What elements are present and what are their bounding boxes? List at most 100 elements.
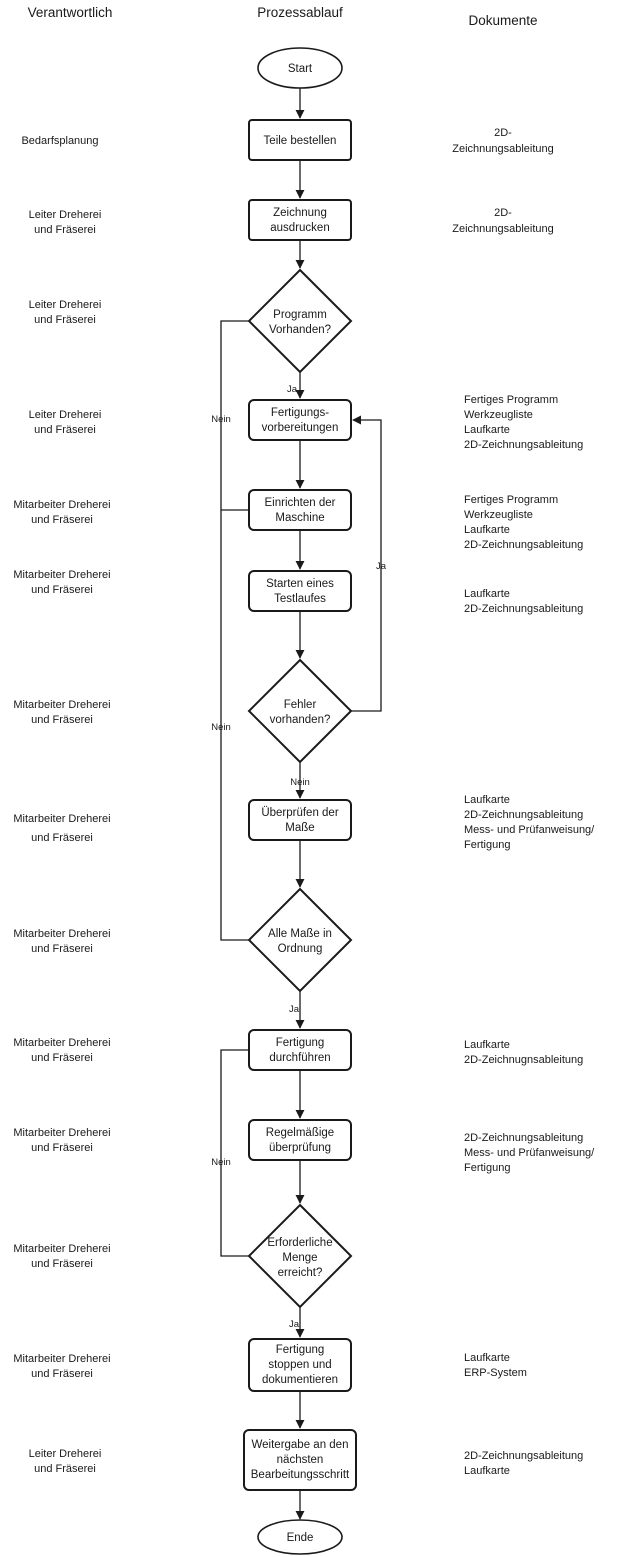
responsible-fertvorb-line1: Leiter Dreherei: [29, 409, 102, 421]
documents-fertvorb-line2: Werkzeugliste: [464, 409, 533, 421]
node-regelmassige-ueberpruefung[interactable]: Regelmäßige überprüfung: [248, 1119, 352, 1161]
node-fertigungsvorbereitungen[interactable]: Fertigungs- vorbereitungen: [248, 399, 352, 441]
edge-fehler-ja-to-fertvorb: [351, 415, 382, 712]
documents-masse-line1: Laufkarte: [464, 794, 510, 806]
responsible-bestellen-line1: Bedarfsplanung: [21, 135, 98, 147]
node-label-line1: Alle Maße in: [268, 928, 332, 940]
documents-bestellen-line1: 2D-: [494, 127, 512, 139]
node-fertigung-stoppen-dokumentieren[interactable]: Fertigung stoppen und dokumentieren: [248, 1338, 352, 1392]
column-header-documents: Dokumente: [468, 13, 537, 28]
node-starten-eines-testlaufes[interactable]: Starten eines Testlaufes: [248, 570, 352, 612]
documents-fertvorb-line4: 2D-Zeichnungsableitung: [464, 439, 583, 451]
process-shape: [248, 119, 352, 161]
node-teile-bestellen[interactable]: Teile bestellen: [248, 119, 352, 161]
process-shape: [248, 1338, 352, 1392]
documents-fertvorb-line1: Fertiges Programm: [464, 394, 558, 406]
responsible-weitergabe-line1: Leiter Dreherei: [29, 1448, 102, 1460]
decision-shape: [247, 1203, 353, 1309]
documents-regel-line1: 2D-Zeichnungsableitung: [464, 1132, 583, 1144]
node-label-line1: Erforderliche: [267, 1237, 332, 1249]
responsible-allemasse-line1: Mitarbeiter Dreherei: [13, 928, 110, 940]
documents-zeichnung-line1: 2D-: [494, 207, 512, 219]
edge-label-nein-allemasse: Nein: [211, 722, 231, 733]
documents-column: 2D- Zeichnungsableitung 2D- Zeichnungsab…: [452, 127, 595, 1477]
responsible-testlauf-line2: und Fräserei: [31, 584, 93, 596]
responsible-einrichten-line1: Mitarbeiter Dreherei: [13, 499, 110, 511]
node-label: Teile bestellen: [264, 135, 337, 147]
process-shape: [243, 1429, 357, 1491]
documents-stoppen-line1: Laufkarte: [464, 1352, 510, 1364]
node-label-line2: vorbereitungen: [262, 422, 339, 434]
node-label-line1: Programm: [273, 309, 327, 321]
documents-einrichten-line4: 2D-Zeichnungsableitung: [464, 539, 583, 551]
node-erforderliche-menge-erreicht[interactable]: Erforderliche Menge erreicht?: [247, 1203, 353, 1309]
documents-einrichten-line1: Fertiges Programm: [464, 494, 558, 506]
node-label-line1: Regelmäßige: [266, 1127, 334, 1139]
node-start[interactable]: Start: [257, 47, 343, 89]
node-label-line2: Maße: [285, 822, 314, 834]
node-alle-masse-in-ordnung[interactable]: Alle Maße in Ordnung: [247, 887, 353, 993]
documents-fertvorb-line3: Laufkarte: [464, 424, 510, 436]
responsible-regel-line2: und Fräserei: [31, 1142, 93, 1154]
node-label-line3: Bearbeitungsschritt: [251, 1469, 350, 1481]
responsible-einrichten-line2: und Fräserei: [31, 514, 93, 526]
edge-label-nein-fehler: Nein: [290, 777, 310, 788]
node-ende[interactable]: Ende: [257, 1519, 343, 1555]
responsible-allemasse-line2: und Fräserei: [31, 943, 93, 955]
responsible-masse-line2: und Fräserei: [31, 832, 93, 844]
column-header-responsible: Verantwortlich: [28, 5, 113, 20]
edge-label-ja-programm: Ja: [287, 384, 298, 395]
node-fehler-vorhanden[interactable]: Fehler vorhanden?: [247, 658, 353, 764]
terminator-shape: [257, 47, 343, 89]
node-label-line1: Einrichten der: [265, 497, 336, 509]
node-label-line2: durchführen: [269, 1052, 330, 1064]
node-label-line2: stoppen und: [268, 1359, 331, 1371]
responsible-fertigung-line2: und Fräserei: [31, 1052, 93, 1064]
node-label-line2: überprüfung: [269, 1142, 331, 1154]
responsible-fehler-line1: Mitarbeiter Dreherei: [13, 699, 110, 711]
documents-einrichten-line3: Laufkarte: [464, 524, 510, 536]
documents-fertigung-line1: Laufkarte: [464, 1039, 510, 1051]
node-label-line2: nächsten: [277, 1454, 324, 1466]
node-fertigung-durchfuehren[interactable]: Fertigung durchführen: [248, 1029, 352, 1071]
documents-masse-line4: Fertigung: [464, 839, 510, 851]
responsible-fertigung-line1: Mitarbeiter Dreherei: [13, 1037, 110, 1049]
column-header-process: Prozessablauf: [257, 5, 343, 20]
node-label-line1: Fertigung: [276, 1037, 325, 1049]
documents-masse-line2: 2D-Zeichnungsableitung: [464, 809, 583, 821]
node-label-line1: Weitergabe an den: [252, 1439, 349, 1451]
documents-bestellen-line2: Zeichnungsableitung: [452, 143, 554, 155]
process-shape: [248, 199, 352, 241]
process-shape: [248, 489, 352, 531]
node-label-line3: dokumentieren: [262, 1374, 338, 1386]
edge-label-nein-programm: Nein: [211, 414, 231, 425]
node-zeichnung-ausdrucken[interactable]: Zeichnung ausdrucken: [248, 199, 352, 241]
responsible-menge-line2: und Fräserei: [31, 1258, 93, 1270]
process-shape: [248, 1029, 352, 1071]
node-label-line1: Fehler: [284, 699, 317, 711]
node-ueberpruefen-der-masse[interactable]: Überprüfen der Maße: [248, 799, 352, 841]
documents-testlauf-line1: Laufkarte: [464, 588, 510, 600]
node-einrichten-der-maschine[interactable]: Einrichten der Maschine: [248, 489, 352, 531]
node-label-line2: Vorhanden?: [269, 324, 331, 336]
responsible-testlauf-line1: Mitarbeiter Dreherei: [13, 569, 110, 581]
node-weitergabe-naechster-schritt[interactable]: Weitergabe an den nächsten Bearbeitungss…: [243, 1429, 357, 1491]
documents-einrichten-line2: Werkzeugliste: [464, 509, 533, 521]
process-shape: [248, 1119, 352, 1161]
decision-shape: [247, 658, 353, 764]
documents-masse-line3: Mess- und Prüfanweisung/: [464, 824, 595, 836]
edge-allemasse-nein-rail: [220, 510, 249, 941]
documents-regel-line3: Fertigung: [464, 1162, 510, 1174]
responsible-programm-line2: und Fräserei: [34, 314, 96, 326]
node-label-line2: Menge: [282, 1252, 317, 1264]
node-label-line2: Ordnung: [278, 943, 323, 955]
node-label-line2: Maschine: [275, 512, 324, 524]
responsible-regel-line1: Mitarbeiter Dreherei: [13, 1127, 110, 1139]
documents-zeichnung-line2: Zeichnungsableitung: [452, 223, 554, 235]
node-label-line2: ausdrucken: [270, 222, 329, 234]
documents-weitergabe-line1: 2D-Zeichnungsableitung: [464, 1450, 583, 1462]
node-programm-vorhanden[interactable]: Programm Vorhanden?: [247, 268, 353, 374]
process-shape: [248, 570, 352, 612]
